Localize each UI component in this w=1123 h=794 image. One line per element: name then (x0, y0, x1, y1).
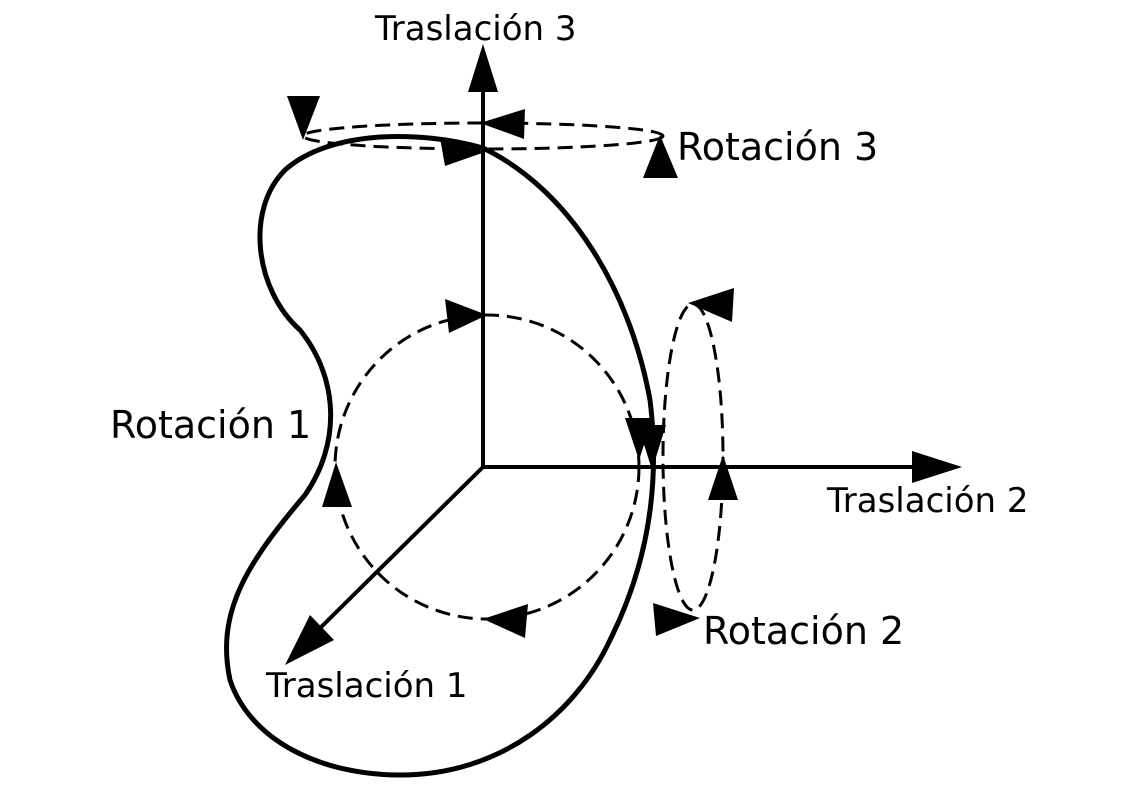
label-translation-3: Traslación 3 (374, 9, 577, 49)
label-rotation-1: Rotación 1 (110, 403, 311, 447)
rotation-3-ellipse (301, 121, 665, 151)
bean-arrowhead-top (440, 138, 485, 166)
axis-3-arrowhead (468, 44, 498, 92)
rotation-2-arrowhead-top (688, 288, 734, 322)
rotation-3-arrowhead-left (287, 96, 320, 140)
rotation-2-arrowhead-mid (708, 455, 738, 500)
rotation-1-arrowhead-top (445, 299, 487, 333)
rotation-1-arrowhead-bottom (483, 604, 528, 638)
axis-2-arrowhead (912, 451, 962, 483)
rotation-2-ellipse (661, 302, 725, 612)
label-rotation-3: Rotación 3 (677, 125, 878, 169)
label-translation-2: Traslación 2 (826, 481, 1029, 521)
axis-translation-1 (303, 465, 485, 645)
axis-1-arrowhead (285, 615, 334, 665)
rotation-3-arrowhead-top (480, 109, 525, 139)
label-rotation-2: Rotación 2 (703, 609, 904, 653)
rotation-2-arrowhead-bottom (653, 603, 700, 636)
label-translation-1: Traslación 1 (265, 666, 468, 706)
rotation-1-arrowhead-right (625, 418, 653, 460)
rotation-1-arrowhead-left (322, 462, 352, 507)
rotation-3-arrowhead-right (643, 135, 678, 178)
